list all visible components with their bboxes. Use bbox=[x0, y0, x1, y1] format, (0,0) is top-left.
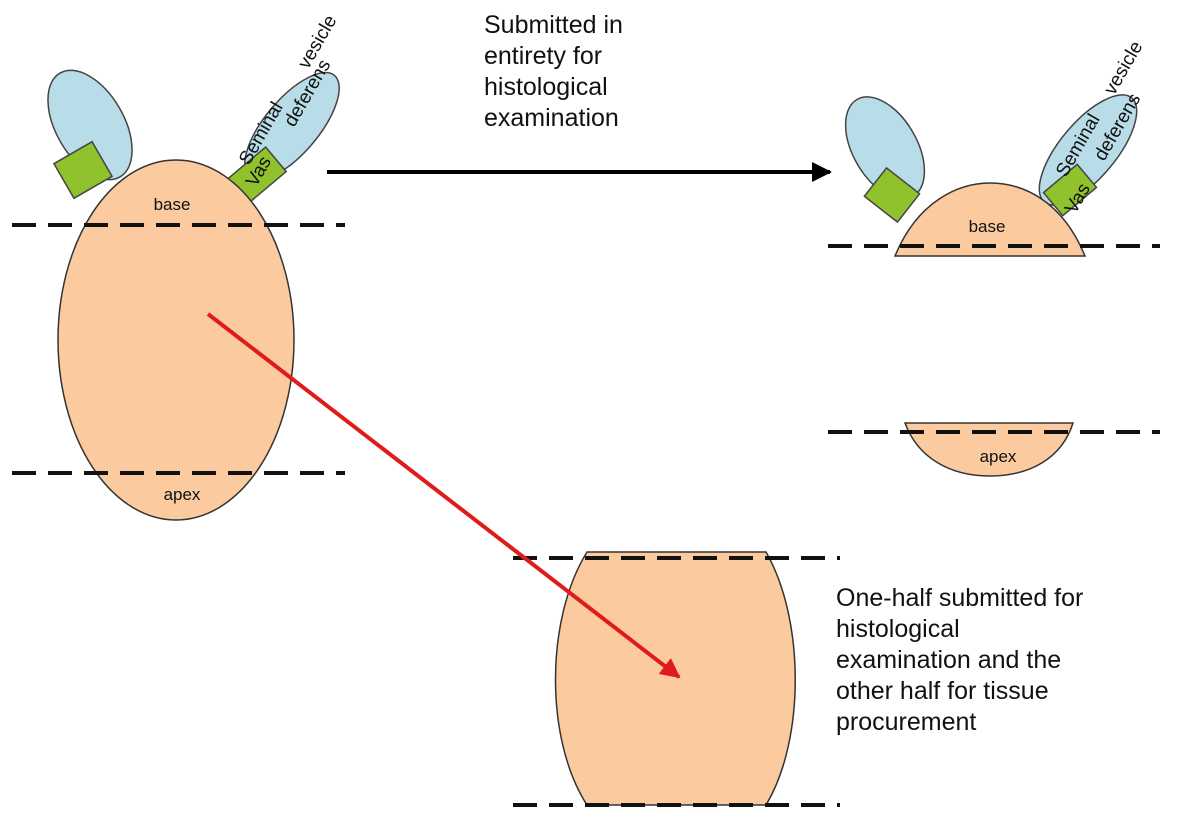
apex-section: apex bbox=[828, 423, 1160, 476]
base-label: base bbox=[154, 195, 191, 214]
half-caption: One-half submitted for histological exam… bbox=[836, 583, 1176, 738]
apex-label: apex bbox=[164, 485, 201, 504]
apex-section-label: apex bbox=[980, 447, 1017, 466]
base-section: Seminal vesicle Vas deferens base bbox=[828, 38, 1160, 256]
mid-section bbox=[513, 552, 840, 805]
half-arrow bbox=[208, 314, 679, 677]
entirety-caption: Submitted in entirety for histological e… bbox=[484, 10, 744, 134]
whole-prostate: Seminal vesicle Vas deferens base apex bbox=[12, 12, 355, 520]
base-section-vesicle-label: vesicle bbox=[1100, 38, 1147, 99]
mid-piece bbox=[556, 552, 796, 805]
prostate-gland bbox=[58, 160, 294, 520]
base-section-label: base bbox=[969, 217, 1006, 236]
